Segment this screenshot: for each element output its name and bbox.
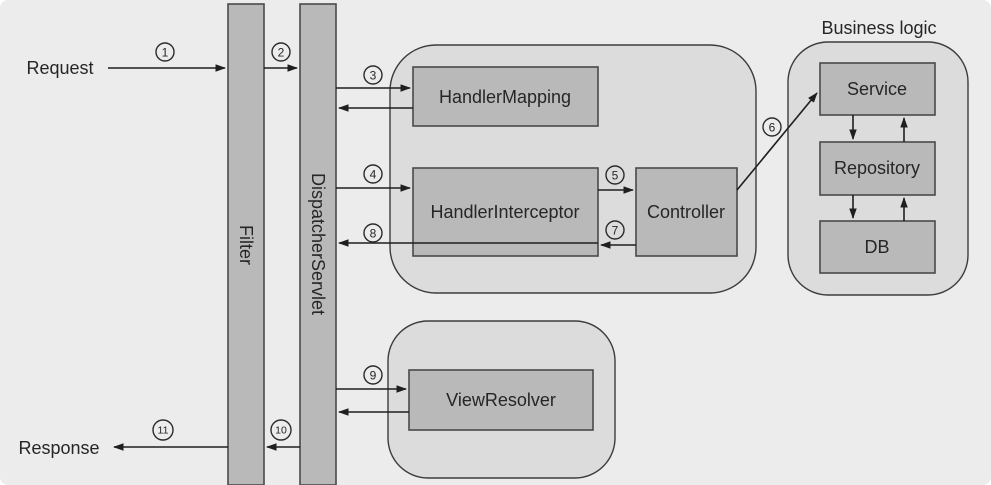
view-resolver-label: ViewResolver bbox=[446, 390, 556, 410]
step-6-number: 6 bbox=[769, 121, 776, 135]
step-2-number: 2 bbox=[278, 46, 285, 60]
step-2-badge: 2 bbox=[271, 42, 291, 62]
repository-box bbox=[819, 141, 936, 196]
handler-mapping-label: HandlerMapping bbox=[439, 87, 571, 107]
step-4-badge: 4 bbox=[363, 164, 383, 184]
step-8-number: 8 bbox=[370, 227, 377, 241]
handler-mapping-box bbox=[412, 66, 599, 127]
dispatcher-servlet-label: DispatcherServlet bbox=[308, 173, 328, 315]
service-label: Service bbox=[847, 79, 907, 99]
step-9-number: 9 bbox=[370, 369, 377, 383]
step-3-badge: 3 bbox=[363, 65, 383, 85]
step-10-number: 10 bbox=[275, 425, 287, 437]
view-resolver-box bbox=[408, 369, 594, 431]
step-5-badge: 5 bbox=[605, 165, 625, 185]
step-8-badge: 8 bbox=[363, 223, 383, 243]
step-10-badge: 10 bbox=[270, 419, 292, 441]
request-label: Request bbox=[26, 58, 93, 78]
repository-label: Repository bbox=[834, 158, 920, 178]
step-1-number: 1 bbox=[162, 46, 169, 60]
step-3-number: 3 bbox=[370, 69, 377, 83]
business-logic-title: Business logic bbox=[821, 18, 936, 38]
step-5-number: 5 bbox=[612, 169, 619, 183]
step-7-number: 7 bbox=[612, 224, 619, 238]
step-11-badge: 11 bbox=[152, 419, 174, 441]
db-label: DB bbox=[864, 237, 889, 257]
service-box bbox=[819, 62, 936, 116]
arrow-step-6-to-service bbox=[736, 92, 818, 191]
dispatcher-servlet-bar bbox=[299, 3, 337, 485]
response-label: Response bbox=[18, 438, 99, 458]
step-6-badge: 6 bbox=[762, 117, 782, 137]
filter-bar-label: Filter bbox=[236, 225, 256, 265]
filter-bar bbox=[227, 3, 265, 485]
db-box bbox=[819, 220, 936, 274]
step-7-badge: 7 bbox=[605, 220, 625, 240]
handler-interceptor-box bbox=[412, 167, 599, 257]
step-4-number: 4 bbox=[370, 168, 377, 182]
step-11-number: 11 bbox=[158, 425, 169, 437]
step-9-badge: 9 bbox=[363, 365, 383, 385]
controller-box bbox=[635, 167, 738, 257]
handler-interceptor-label: HandlerInterceptor bbox=[430, 202, 579, 222]
controller-label: Controller bbox=[647, 202, 725, 222]
step-1-badge: 1 bbox=[155, 42, 175, 62]
